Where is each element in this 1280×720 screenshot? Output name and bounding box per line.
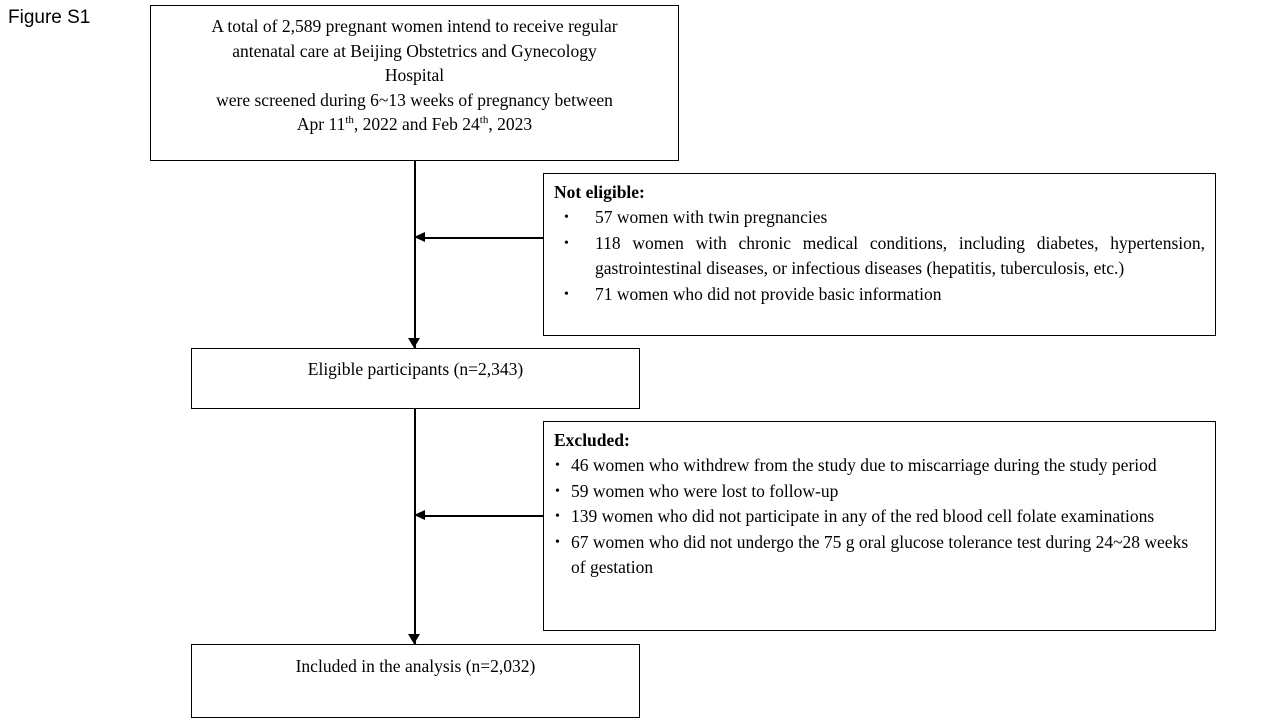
included-count: (n=2,032) xyxy=(465,656,536,676)
ordinal-suffix-1: th xyxy=(345,114,354,127)
list-item: 46 women who withdrew from the study due… xyxy=(554,453,1205,479)
list-item: 57 women with twin pregnancies xyxy=(554,205,1205,231)
screened-line-5: Apr 11th, 2022 and Feb 24th, 2023 xyxy=(161,112,668,137)
list-item: 139 women who did not participate in any… xyxy=(554,504,1205,530)
arrowhead-left-not-eligible xyxy=(414,232,425,242)
eligible-title: Eligible participants xyxy=(307,359,450,379)
list-item: 59 women who were lost to follow-up xyxy=(554,479,1205,505)
screened-date-end: , 2023 xyxy=(488,114,533,134)
connector-excluded-branch xyxy=(418,515,544,517)
arrowhead-down-eligible xyxy=(408,338,420,348)
screened-date-start: Apr 11 xyxy=(296,114,346,134)
not-eligible-heading: Not eligible: xyxy=(554,182,645,202)
connector-eligible-to-included xyxy=(414,409,416,645)
ordinal-suffix-2: th xyxy=(479,114,489,127)
figure-label: Figure S1 xyxy=(8,7,91,28)
list-item: 118 women with chronic medical condition… xyxy=(554,231,1205,282)
screened-line-3: Hospital xyxy=(384,65,445,85)
not-eligible-box: Not eligible: 57 women with twin pregnan… xyxy=(543,173,1216,336)
included-title: Included in the analysis xyxy=(295,656,462,676)
screened-line-1: A total of 2,589 pregnant women intend t… xyxy=(211,16,618,36)
screened-line-4: were screened during 6~13 weeks of pregn… xyxy=(216,89,613,110)
list-item: 67 women who did not undergo the 75 g or… xyxy=(554,530,1205,581)
included-analysis-box: Included in the analysis (n=2,032) xyxy=(191,644,640,718)
connector-screened-to-eligible xyxy=(414,161,416,349)
screened-line-2: antenatal care at Beijing Obstetrics and… xyxy=(232,40,597,61)
not-eligible-list: 57 women with twin pregnancies 118 women… xyxy=(554,205,1205,307)
excluded-heading: Excluded: xyxy=(554,430,630,450)
arrowhead-left-excluded xyxy=(414,510,425,520)
screened-date-mid: , 2022 and Feb 24 xyxy=(353,114,480,134)
eligible-participants-box: Eligible participants (n=2,343) xyxy=(191,348,640,409)
eligible-count: (n=2,343) xyxy=(453,359,524,379)
connector-not-eligible-branch xyxy=(418,237,544,239)
list-item: 71 women who did not provide basic infor… xyxy=(554,282,1205,308)
excluded-box: Excluded: 46 women who withdrew from the… xyxy=(543,421,1216,631)
excluded-list: 46 women who withdrew from the study due… xyxy=(554,453,1205,581)
arrowhead-down-included xyxy=(408,634,420,644)
screened-box: A total of 2,589 pregnant women intend t… xyxy=(150,5,679,161)
